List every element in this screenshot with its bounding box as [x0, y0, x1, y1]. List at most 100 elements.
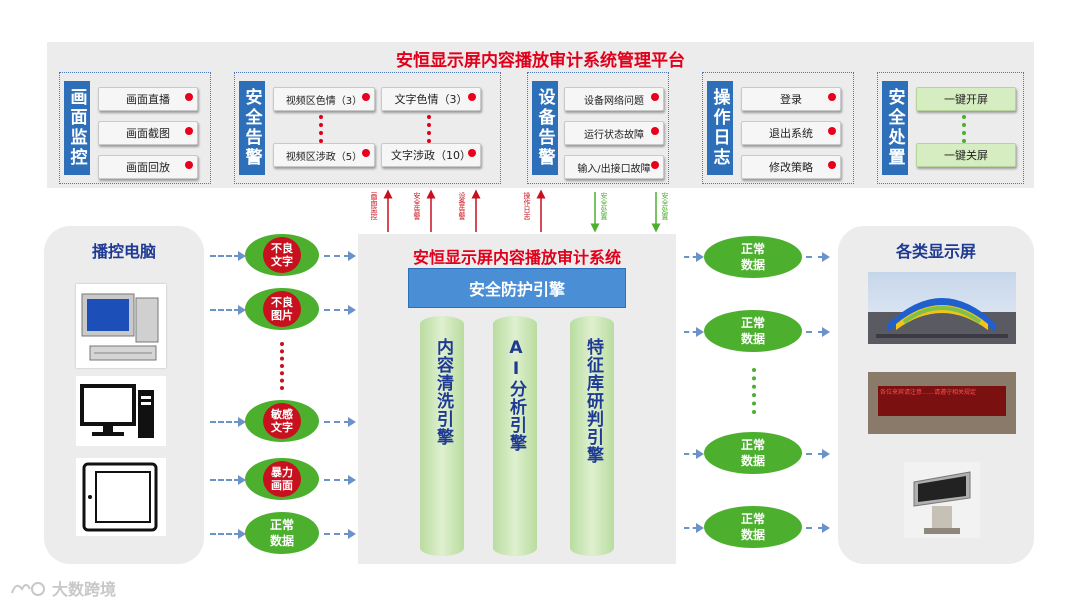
- group-label-screen-monitor: 画面监控: [64, 81, 90, 175]
- item-video-porn[interactable]: 视频区色情（3）: [273, 87, 375, 111]
- ellipsis-dots: [752, 368, 760, 414]
- arrow-label-device: 设备告警: [458, 192, 466, 220]
- group-operation-log: 操作日志 登录 退出系统 修改策略: [702, 72, 854, 184]
- item-label: 运行状态故障: [584, 129, 644, 141]
- watermark-logo-icon: [11, 582, 45, 596]
- group-device-alert: 设备告警 设备网络问题 运行状态故障 输入/出接口故障: [527, 72, 669, 184]
- tablet-image: [76, 458, 166, 536]
- bubble-normal-data-out: 正常数据: [704, 236, 802, 278]
- bubble-normal-data-out: 正常数据: [704, 432, 802, 474]
- item-label: 退出系统: [769, 127, 813, 140]
- left-panel-title: 播控电脑: [91, 242, 156, 261]
- vertical-arrows: [383, 189, 661, 233]
- item-one-key-on[interactable]: 一键开屏: [916, 87, 1016, 111]
- item-label: 文字涉政（10）: [391, 149, 471, 162]
- group-label-operation-log: 操作日志: [707, 81, 733, 175]
- tablet-icon: [82, 462, 158, 532]
- alert-dot: [185, 127, 193, 135]
- left-panel: 播控电脑: [44, 226, 204, 564]
- item-one-key-off[interactable]: 一键关屏: [916, 143, 1016, 167]
- item-label: 修改策略: [769, 161, 813, 174]
- item-modify-policy[interactable]: 修改策略: [741, 155, 841, 179]
- bubble-normal-data-out: 正常数据: [704, 506, 802, 548]
- flow-arrow: [324, 251, 356, 261]
- arrow-label-disposal: 安全处置: [661, 192, 669, 220]
- platform-title: 安恒显示屏内容播放审计系统管理平台: [396, 51, 685, 71]
- right-panel: 各类显示屏 各位来宾请注意……请遵守相关规定: [838, 226, 1034, 564]
- alert-dot: [828, 161, 836, 169]
- bubble-label: 正常数据: [740, 512, 765, 542]
- computer-image: [76, 376, 166, 446]
- alert-dot: [651, 161, 659, 169]
- flow-arrow: [806, 449, 830, 459]
- computer-icon: [80, 384, 154, 438]
- item-runtime-fault[interactable]: 运行状态故障: [564, 121, 664, 145]
- flow-arrow: [210, 305, 246, 315]
- flow-arrow: [210, 251, 246, 261]
- flow-arrow: [684, 327, 704, 337]
- flow-arrow: [210, 417, 246, 427]
- alert-dot: [185, 161, 193, 169]
- item-label: 输入/出接口故障: [577, 163, 651, 175]
- led-board-image: 各位来宾请注意……请遵守相关规定: [868, 372, 1016, 434]
- bubble-violent-scene: 暴力画面: [245, 458, 319, 500]
- arrow-label-monitor: 画面监控: [370, 192, 378, 220]
- bubble-normal-data: 正常数据: [245, 512, 319, 554]
- item-label: 画面直播: [126, 93, 170, 106]
- group-label-security-alert: 安全告警: [239, 81, 265, 175]
- item-video-politics[interactable]: 视频区涉政（5）: [273, 143, 375, 167]
- item-live-view[interactable]: 画面直播: [98, 87, 198, 111]
- bubble-label: 敏感文字: [271, 408, 293, 434]
- item-network-issue[interactable]: 设备网络问题: [564, 87, 664, 111]
- bubble-label: 正常数据: [740, 438, 765, 468]
- group-screen-monitor: 画面监控 画面直播 画面截图 画面回放: [59, 72, 211, 184]
- bubble-label: 暴力画面: [271, 466, 293, 492]
- ellipsis-dots: [962, 115, 970, 143]
- security-engine-box: 安全防护引擎: [408, 268, 626, 308]
- alert-dot: [468, 149, 476, 157]
- ellipsis-dots: [319, 115, 327, 143]
- watermark: 大数跨境: [8, 576, 116, 600]
- bubble-normal-data-out: 正常数据: [704, 310, 802, 352]
- item-text-porn[interactable]: 文字色情（3）: [381, 87, 481, 111]
- group-label-security-disposal: 安全处置: [882, 81, 908, 175]
- alert-dot: [828, 93, 836, 101]
- item-io-fault[interactable]: 输入/出接口故障: [564, 155, 664, 179]
- center-system-panel: 安恒显示屏内容播放审计系统 安全防护引擎 内容清洗引擎 AI分析引擎 特征库研判…: [358, 234, 676, 564]
- item-login[interactable]: 登录: [741, 87, 841, 111]
- item-logout[interactable]: 退出系统: [741, 121, 841, 145]
- cylinder-content-cleaning: [420, 316, 464, 556]
- item-label: 设备网络问题: [584, 95, 644, 107]
- bubble-sensitive-text: 敏感文字: [245, 400, 319, 442]
- ellipsis-dots: [427, 115, 435, 143]
- desktop-pc-icon: [81, 293, 159, 361]
- item-text-politics[interactable]: 文字涉政（10）: [381, 143, 481, 167]
- item-label: 文字色情（3）: [394, 93, 468, 106]
- flow-arrow: [684, 252, 704, 262]
- item-playback[interactable]: 画面回放: [98, 155, 198, 179]
- item-label: 画面截图: [126, 127, 170, 140]
- management-platform-panel: 安恒显示屏内容播放审计系统管理平台 画面监控 画面直播 画面截图 画面回放 安全…: [47, 42, 1034, 188]
- led-board-text: 各位来宾请注意……请遵守相关规定: [878, 386, 1006, 416]
- item-label: 视频区色情（3）: [285, 95, 363, 107]
- item-screenshot[interactable]: 画面截图: [98, 121, 198, 145]
- alert-dot: [468, 93, 476, 101]
- bubble-label: 不良文字: [271, 242, 293, 268]
- bubble-label: 不良图片: [271, 296, 293, 322]
- watermark-text: 大数跨境: [52, 580, 117, 599]
- item-label: 一键开屏: [944, 93, 988, 106]
- right-panel-title: 各类显示屏: [895, 242, 976, 261]
- group-security-disposal: 安全处置 一键开屏 一键关屏: [877, 72, 1024, 184]
- bubble-bad-text: 不良文字: [245, 234, 319, 276]
- item-label: 画面回放: [126, 161, 170, 174]
- alert-dot: [651, 93, 659, 101]
- flow-arrow: [324, 475, 356, 485]
- cylinder-label-content-cleaning: 内容清洗引擎: [433, 338, 453, 446]
- kiosk-icon: [913, 471, 971, 534]
- flow-arrow: [324, 417, 356, 427]
- building-screen-image: [868, 272, 1016, 344]
- arrow-label-log: 操作日志: [523, 192, 531, 220]
- alert-dot: [362, 93, 370, 101]
- flow-arrow: [806, 523, 830, 533]
- alert-dot: [185, 93, 193, 101]
